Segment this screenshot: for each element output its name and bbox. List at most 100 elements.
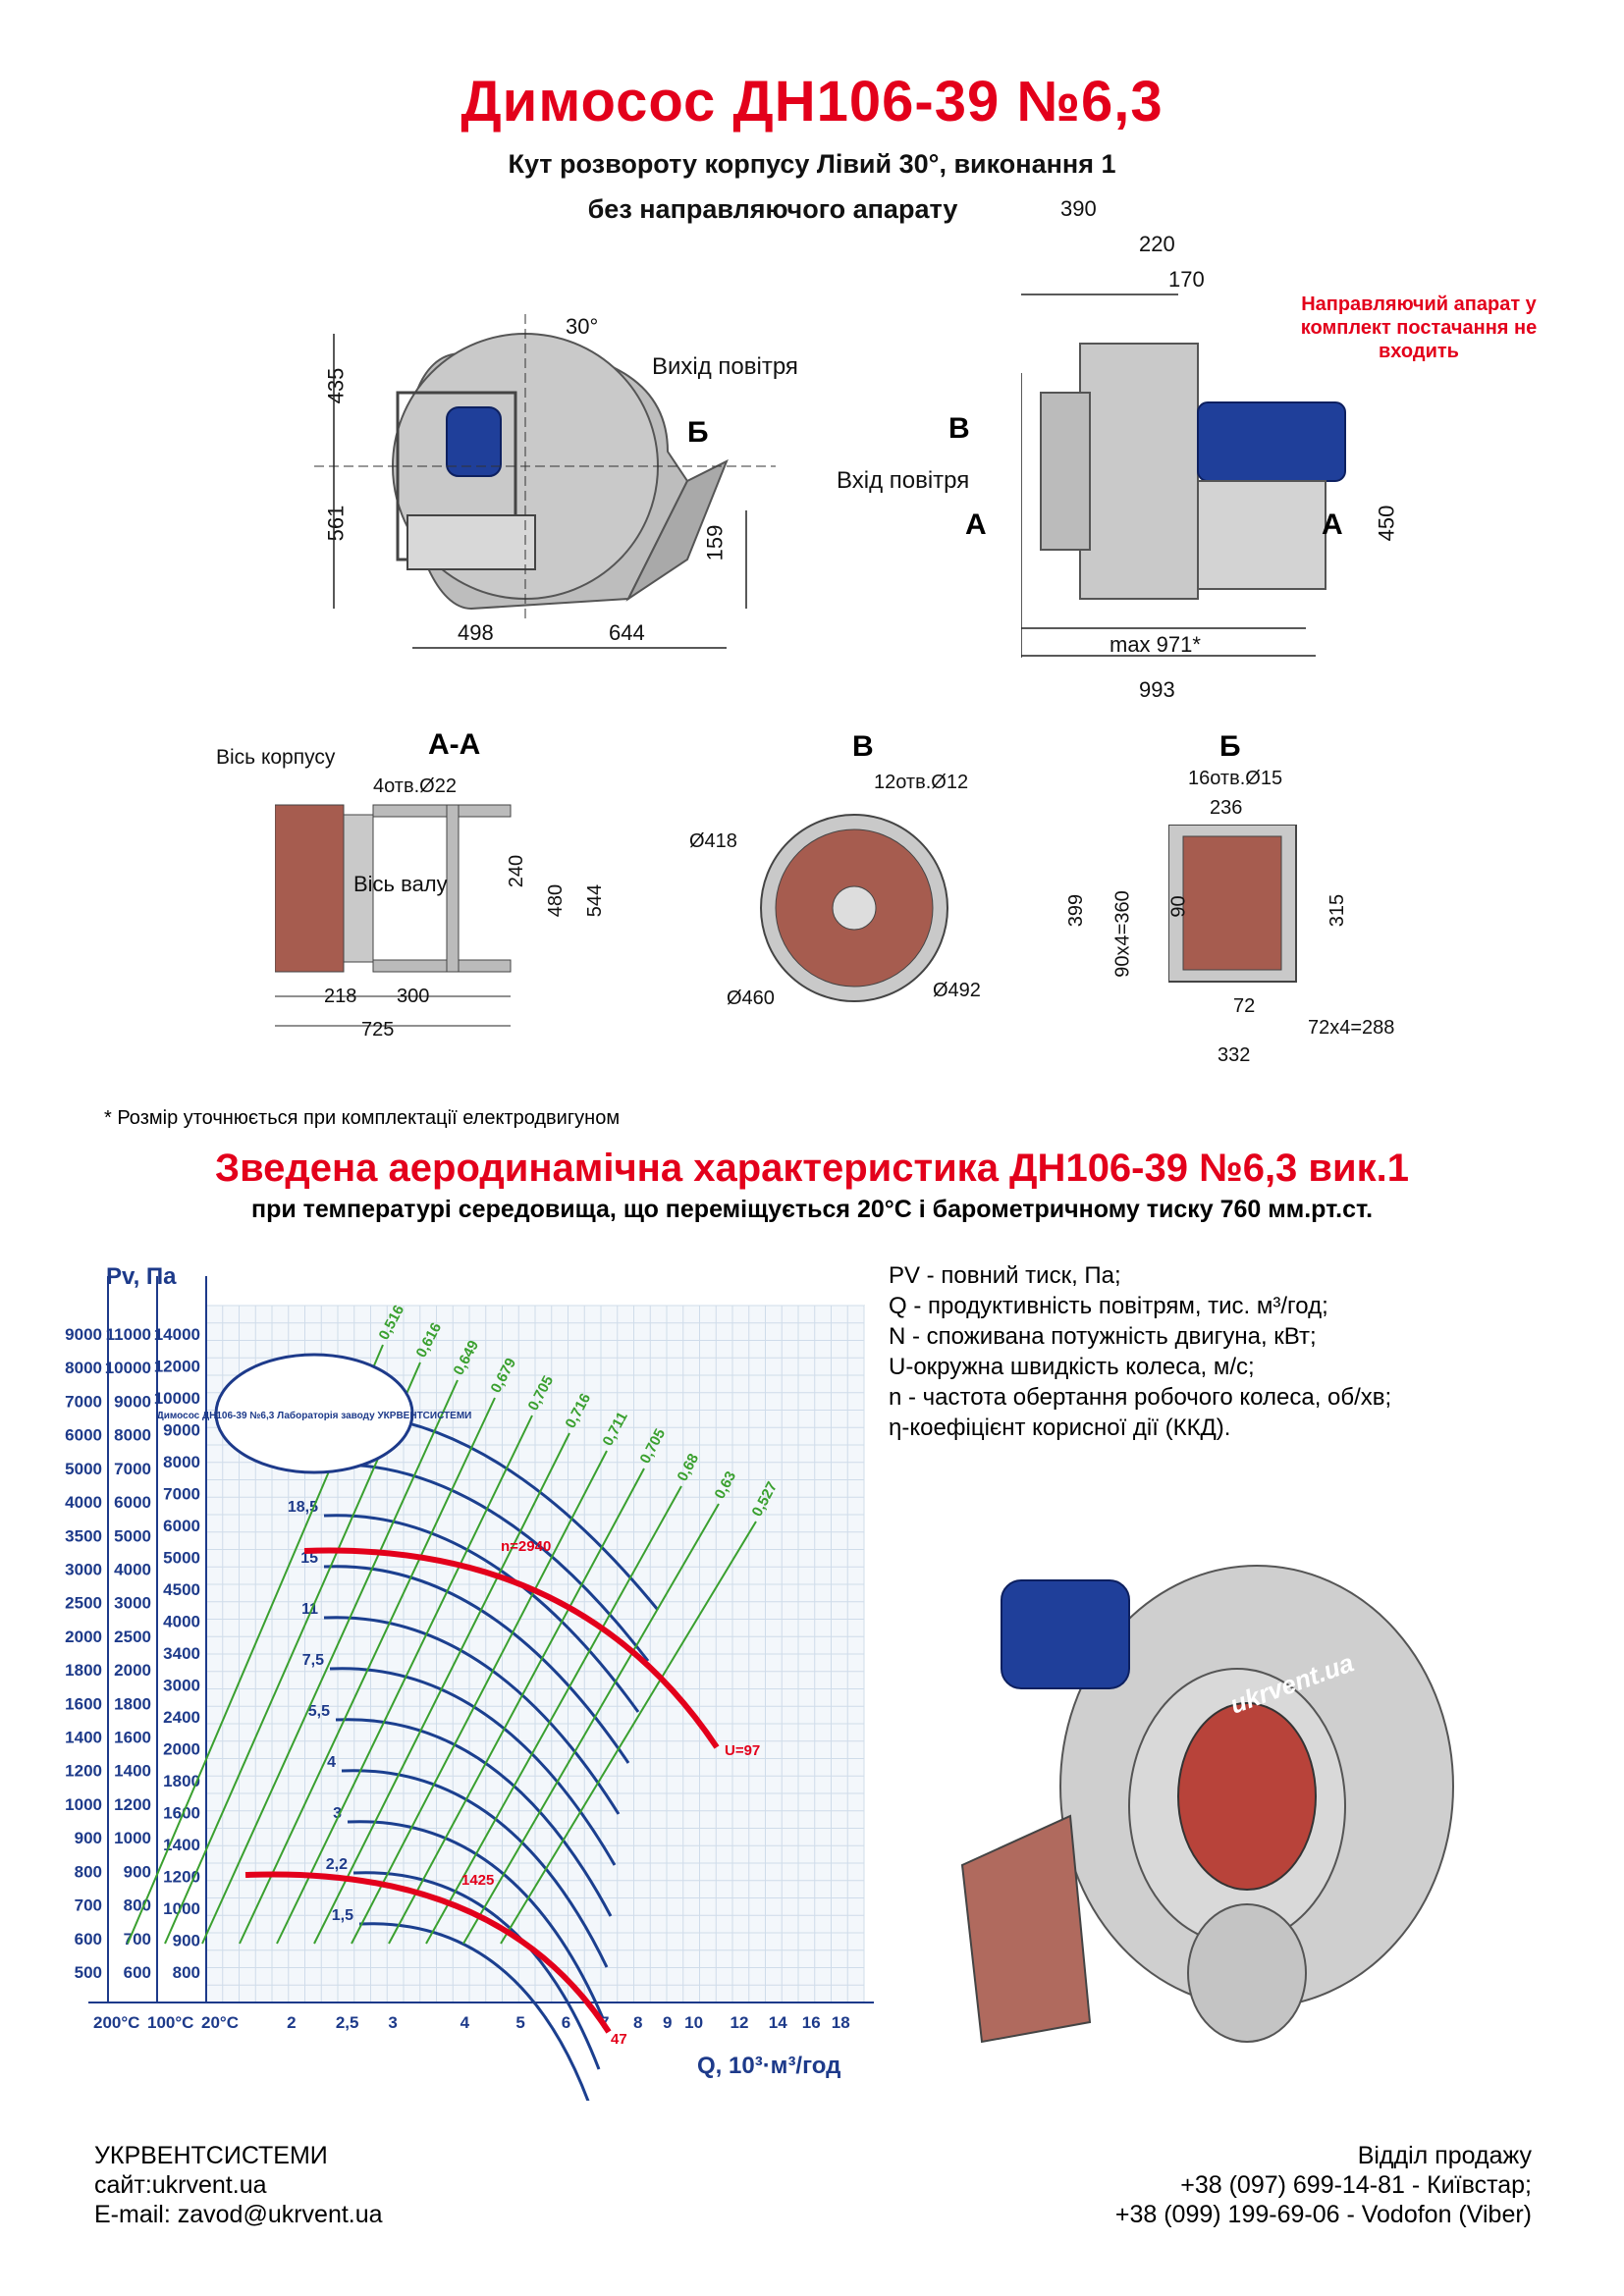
dim-544: 544 [584, 883, 607, 918]
side-view-b-marker: B [948, 412, 970, 445]
y-tick-100: 10000 [105, 1359, 151, 1377]
footer-site-link[interactable]: сайт:ukrvent.ua [94, 2171, 267, 2199]
red-curve-high-u: U=97 [725, 1742, 760, 1759]
y-tick-100: 4000 [114, 1560, 151, 1578]
efficiency-line [462, 1503, 720, 1945]
y-tick-100: 11000 [106, 1325, 151, 1344]
page-title: Димосос ДН106-39 №6,3 [460, 70, 1164, 133]
y-tick-100: 2500 [114, 1628, 151, 1646]
legend: PV - повний тиск, Па; Q - продуктивність… [889, 1260, 1391, 1443]
dim-480: 480 [545, 883, 568, 918]
x-tick-label: 3 [388, 2013, 397, 2032]
footer-phone-2[interactable]: +38 (099) 199-69-06 - Vodofon (Viber) [1114, 2201, 1532, 2228]
page-subtitle-2: без направляючого апарату [587, 194, 958, 224]
dim-d460: Ø460 [727, 988, 775, 1009]
side-view-a-right: А [1322, 508, 1343, 541]
y-tick-200: 900 [75, 1829, 102, 1847]
y-tick-200: 6000 [65, 1426, 102, 1445]
y-tick-200: 500 [75, 1963, 102, 1982]
section-b-drawing [1168, 825, 1297, 983]
power-label: 18,5 [288, 1499, 318, 1516]
legend-item-n: N - споживана потужність двигуна, кВт; [889, 1323, 1317, 1350]
y-tick-200: 2500 [65, 1594, 102, 1613]
y-tick-100: 1600 [114, 1729, 151, 1747]
y-tick-200: 4000 [65, 1493, 102, 1512]
power-label: 7,5 [302, 1652, 324, 1669]
y-tick-20: 4500 [163, 1580, 200, 1599]
x-tick-label: 14 [769, 2013, 787, 2032]
y-tick-20: 1200 [163, 1868, 200, 1887]
y-tick-20: 6000 [163, 1517, 200, 1535]
dim-72: 72 [1233, 995, 1256, 1017]
section-v-title: В [852, 730, 874, 763]
outlet-label: Вихід повітря [652, 353, 798, 380]
section-v-holes: 12отв.Ø12 [874, 772, 969, 793]
dim-725: 725 [361, 1019, 395, 1041]
dim-72x4: 72x4=288 [1308, 1017, 1395, 1039]
red-curve-high-n: n=2940 [501, 1538, 551, 1555]
footer-phone-1[interactable]: +38 (097) 699-14-81 - Київстар; [1180, 2171, 1532, 2199]
footnote: * Розмір уточнюється при комплектації ел… [104, 1107, 621, 1129]
temperature-axis-label: 20°C [201, 2013, 239, 2032]
power-curve [323, 1616, 621, 1815]
dim-90x4: 90x4=360 [1111, 890, 1134, 978]
axis-shaft-label: Вісь валу [353, 872, 448, 896]
power-label: 15 [300, 1550, 318, 1567]
y-tick-200: 3500 [65, 1526, 102, 1545]
y-tick-100: 1000 [114, 1829, 151, 1847]
y-tick-200: 2000 [65, 1628, 102, 1646]
y-tick-20: 14000 [154, 1325, 200, 1344]
y-tick-200: 9000 [65, 1325, 102, 1344]
section-b-title: Б [1219, 730, 1241, 763]
power-label: 2,2 [326, 1856, 348, 1873]
front-angle-label: 30° [566, 314, 599, 339]
legend-item-rpm: n - частота обертання робочого колеса, о… [889, 1384, 1392, 1411]
x-tick-label: 8 [633, 2013, 642, 2032]
x-tick-label: 2 [287, 2013, 296, 2032]
section-b-holes: 16отв.Ø15 [1188, 768, 1283, 789]
power-curve [323, 1463, 650, 1662]
axis-body-label: Вісь корпусу [216, 746, 336, 769]
footer-left: УКРВЕНТСИСТЕМИ сайт:ukrvent.ua E-mail: z… [94, 2141, 383, 2229]
section-aa-title: А-А [428, 728, 481, 761]
front-view-drawing [314, 314, 776, 618]
chart-x-label: Q, 10³·м³/год [697, 2053, 840, 2079]
power-curve [329, 1667, 617, 1866]
page-subtitle-1: Кут розвороту корпусу Лівий 30°, виконан… [508, 149, 1116, 179]
temperature-axis-label: 100°C [147, 2013, 193, 2032]
dim-d492: Ø492 [933, 980, 981, 1001]
y-tick-20: 2400 [163, 1708, 200, 1727]
y-tick-100: 5000 [114, 1526, 151, 1545]
y-tick-200: 800 [75, 1862, 102, 1881]
legend-item-pv: PV - повний тиск, Па; [889, 1262, 1121, 1289]
front-section-b-marker: Б [687, 416, 709, 449]
power-label: 4 [327, 1754, 336, 1771]
dim-236: 236 [1210, 797, 1243, 819]
y-tick-100: 7000 [114, 1460, 151, 1478]
fan-3d-illustration [960, 1565, 1454, 2044]
y-tick-100: 6000 [114, 1493, 151, 1512]
footer-email-link[interactable]: E-mail: zavod@ukrvent.ua [94, 2201, 383, 2228]
x-tick-label: 6 [562, 2013, 570, 2032]
temperature-axis-label: 200°C [93, 2013, 139, 2032]
red-curve-low-u: 47 [611, 2031, 627, 2048]
dim-498: 498 [458, 620, 494, 645]
y-tick-100: 1400 [114, 1762, 151, 1781]
dim-315: 315 [1326, 893, 1349, 928]
y-tick-100: 9000 [114, 1392, 151, 1411]
y-tick-200: 1000 [65, 1795, 102, 1814]
section-aa-holes: 4отв.Ø22 [373, 775, 457, 797]
power-curve [341, 1769, 609, 1968]
y-tick-20: 3000 [163, 1677, 200, 1695]
y-tick-200: 600 [75, 1930, 102, 1949]
efficiency-line [239, 1397, 496, 1945]
y-tick-20: 5000 [163, 1549, 200, 1568]
legend-item-eta: η-коефіцієнт корисної дії (ККД). [889, 1415, 1231, 1441]
y-tick-100: 900 [124, 1862, 151, 1881]
power-curve [335, 1718, 613, 1917]
legend-item-q: Q - продуктивність повітрям, тис. м³/год… [889, 1293, 1328, 1319]
side-view-drawing [1021, 294, 1346, 658]
y-tick-20: 800 [173, 1963, 200, 1982]
power-label: 5,5 [308, 1703, 330, 1720]
red-curve-high [303, 1547, 720, 1749]
